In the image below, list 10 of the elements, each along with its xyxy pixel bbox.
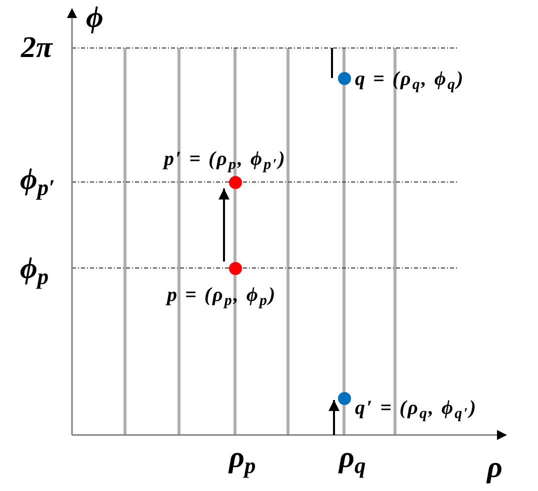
arrow	[328, 400, 340, 435]
arrow	[218, 188, 230, 262]
point-label: p′ = (ρ$_{p}$, ϕ$_{p′}$)	[164, 147, 286, 172]
line	[331, 48, 333, 78]
axis-title: ϕ	[86, 1, 104, 35]
point-label: q = (ρ$_{q}$, ϕ$_{q}$)	[355, 67, 465, 92]
point-label: p = (ρ$_{p}$, ϕ$_{p}$)	[167, 283, 277, 308]
point-label: q′ = (ρ$_{q}$, ϕ$_{q′}$)	[355, 396, 478, 421]
tick-label: 2π	[21, 31, 52, 65]
axis-title: ρ	[487, 451, 502, 485]
